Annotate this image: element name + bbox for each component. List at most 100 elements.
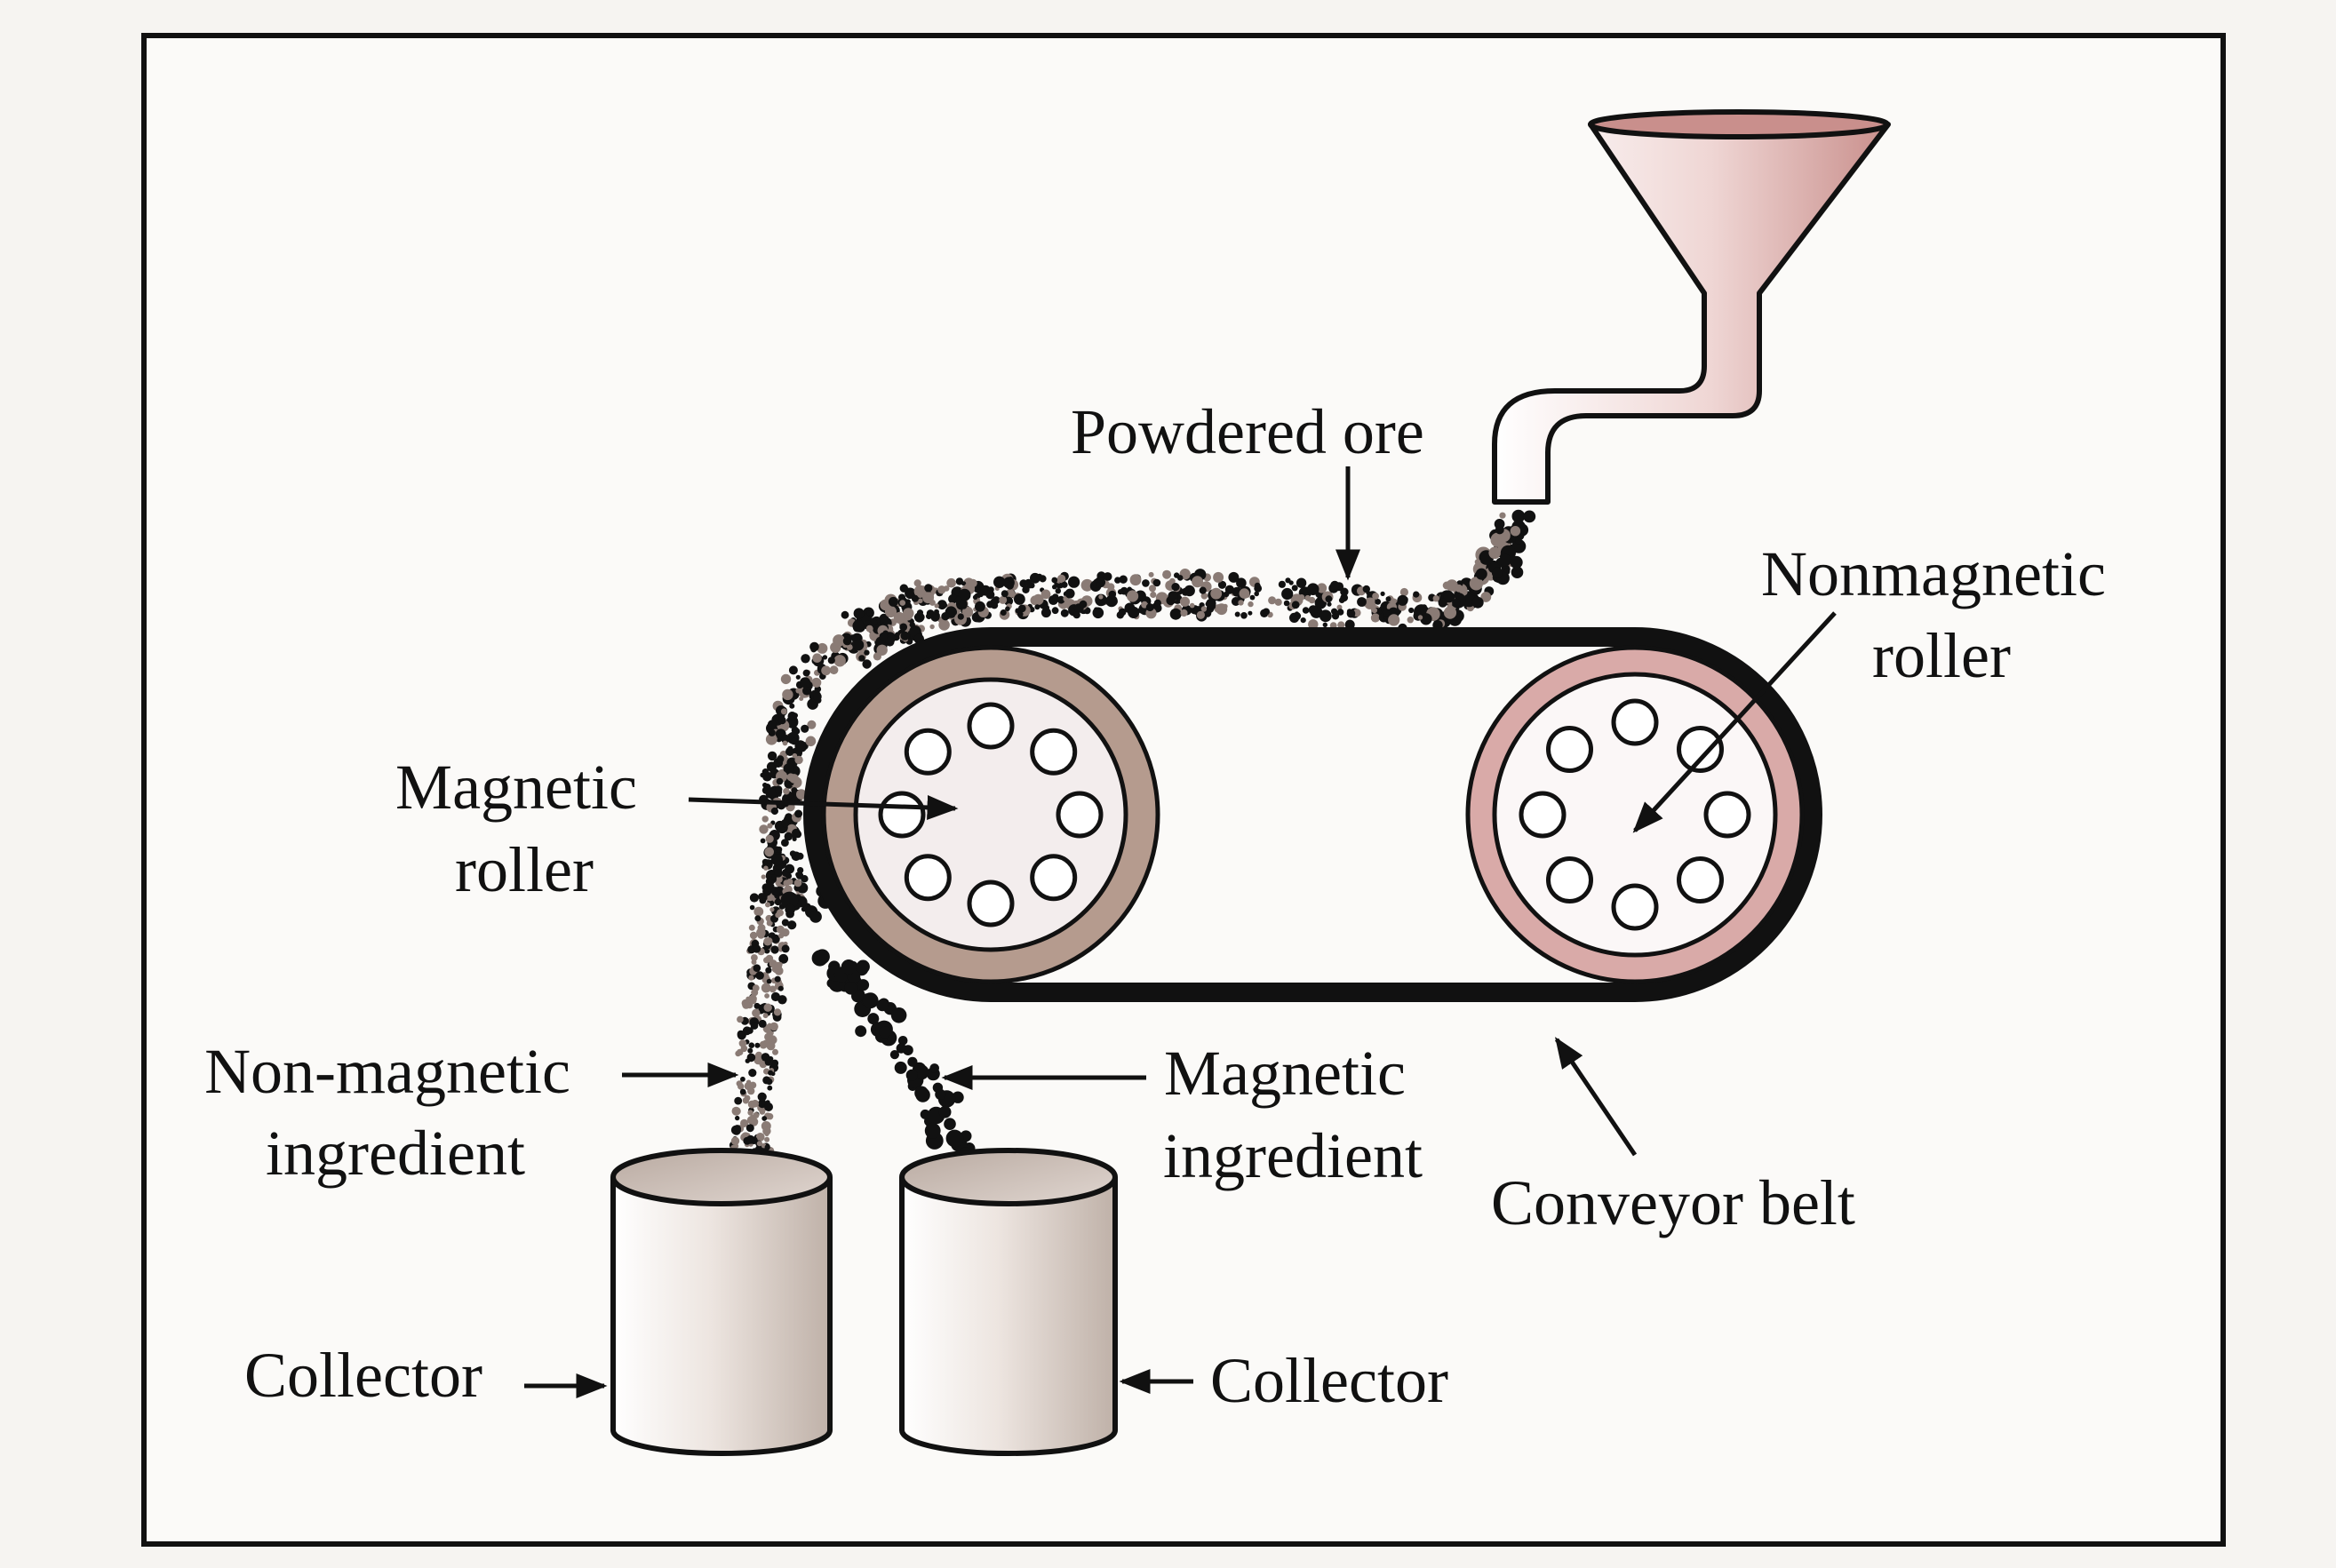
ore-particle	[740, 1118, 749, 1127]
ore-particle	[801, 875, 809, 883]
ore-particle	[1108, 590, 1117, 599]
ore-particle	[934, 609, 939, 615]
ore-particle	[751, 959, 757, 965]
ore-particle	[761, 816, 769, 823]
ore-particle	[755, 1133, 765, 1142]
ore-particle	[1319, 609, 1332, 623]
label-magnetic-roller-line2: roller	[455, 834, 594, 905]
ore-particle	[1291, 585, 1298, 592]
ore-particle	[1397, 594, 1408, 606]
ore-particle	[764, 847, 774, 857]
ore-particle	[864, 649, 870, 656]
roller-hole	[967, 880, 1015, 927]
ore-particle	[802, 669, 810, 677]
ore-particle	[766, 1041, 776, 1051]
ore-particle	[1380, 591, 1385, 597]
ore-particle	[747, 1110, 753, 1116]
ore-particle	[1137, 607, 1144, 614]
ore-particle	[762, 860, 768, 865]
ore-particle	[1145, 603, 1154, 612]
ore-particle	[773, 1008, 782, 1016]
ore-particle	[1148, 571, 1154, 577]
ore-particle	[895, 632, 900, 637]
ore-particle	[1196, 610, 1205, 619]
ore-particle	[768, 1070, 774, 1076]
ore-particle	[748, 1042, 755, 1048]
ore-particle	[1217, 580, 1227, 589]
ore-particle	[972, 594, 978, 601]
ore-particle	[1129, 574, 1142, 586]
ore-particle	[1051, 607, 1059, 615]
ore-particle	[1399, 587, 1408, 597]
ore-particle	[1274, 598, 1282, 606]
nonmagnetic-roller-shape	[1465, 645, 1805, 984]
ore-particle	[1388, 614, 1400, 626]
ore-particle	[764, 1058, 772, 1066]
ore-particle	[1331, 612, 1340, 620]
ore-particle	[1254, 582, 1261, 589]
ore-particle	[1510, 526, 1521, 537]
ore-particle	[1168, 591, 1178, 601]
label-magnetic-ingredient: Magnetic ingredient	[1163, 1038, 1423, 1191]
ore-particle	[780, 734, 790, 744]
ore-particle	[1499, 553, 1511, 567]
ore-particle	[1006, 581, 1014, 590]
ore-particle	[913, 1064, 929, 1080]
label-nonmagnetic-roller: Nonmagnetic roller	[1761, 538, 2122, 691]
ore-particle	[754, 915, 761, 922]
ore-particle	[1408, 607, 1415, 614]
ore-particle	[777, 961, 783, 967]
ore-particle	[1285, 577, 1291, 584]
ore-particle	[944, 1118, 956, 1130]
ore-particle	[946, 577, 956, 588]
ore-particle	[1488, 546, 1501, 560]
ore-particle	[774, 898, 782, 906]
ore-particle	[758, 1019, 767, 1028]
ore-particle	[1327, 601, 1332, 607]
ore-particle	[756, 927, 766, 938]
ore-particle	[827, 657, 835, 665]
ore-particle	[855, 1025, 867, 1038]
ore-particle	[1034, 604, 1040, 610]
ore-particle	[959, 601, 967, 608]
ore-particle	[918, 598, 923, 604]
ore-particle	[917, 609, 923, 617]
ore-particle	[1040, 608, 1051, 618]
ore-particle	[1364, 597, 1376, 609]
ore-particle	[797, 867, 804, 874]
ore-particle	[1278, 580, 1286, 588]
ore-particle	[1051, 577, 1058, 584]
ore-particle	[748, 975, 754, 981]
ore-particle	[1308, 605, 1319, 615]
ore-particle	[762, 1126, 771, 1135]
ore-particle	[1417, 615, 1423, 620]
ore-particle	[1184, 588, 1189, 593]
ore-particle	[992, 596, 1001, 604]
ore-particle	[1061, 603, 1067, 609]
ore-particle	[1491, 567, 1503, 579]
ore-particle	[775, 912, 781, 919]
ore-particle	[778, 953, 789, 964]
ore-particle	[777, 716, 786, 725]
ore-particle	[1298, 594, 1305, 601]
ore-particle	[763, 937, 772, 946]
ore-particle	[1357, 597, 1367, 607]
arrow-magnetic-roller	[688, 794, 959, 820]
ore-particle	[1180, 609, 1188, 617]
roller-hole	[1677, 856, 1724, 903]
ore-particle	[745, 1134, 755, 1144]
ore-particle	[862, 992, 879, 1009]
ore-particle	[1176, 575, 1184, 581]
ore-particle	[1080, 578, 1094, 592]
ore-particle	[1032, 593, 1044, 606]
label-nonmagnetic-ingredient: Non-magnetic ingredient	[204, 1036, 586, 1189]
ore-particle	[888, 596, 898, 607]
ore-particle	[1366, 590, 1371, 595]
ore-particle	[1308, 619, 1319, 630]
ore-particle	[1511, 566, 1524, 578]
ore-particle	[1119, 575, 1128, 584]
ore-particle	[1370, 613, 1380, 623]
ore-particle	[742, 1000, 751, 1009]
ore-particle	[817, 642, 828, 654]
roller-hole	[1611, 698, 1659, 746]
